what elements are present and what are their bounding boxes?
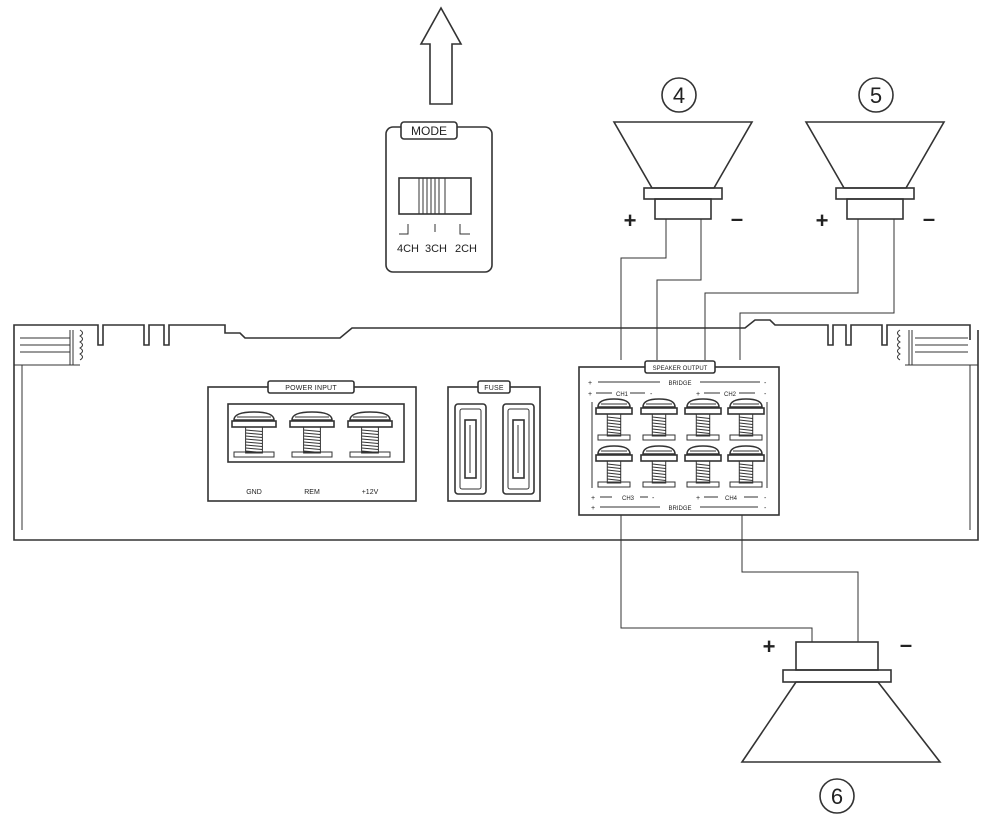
up-arrow-icon: [419, 6, 463, 105]
fuse-left: [454, 403, 487, 495]
mode-title: MODE: [411, 124, 447, 138]
speaker-6: 6 + –: [740, 632, 942, 814]
fuse-panel: FUSE: [447, 380, 541, 502]
wire-speaker-4-plus: [620, 219, 667, 360]
speaker-terminal-screw: [595, 398, 633, 441]
speaker-terminals: [591, 398, 768, 488]
bridge-top-minus: -: [764, 380, 767, 387]
ch4-label: CH4: [725, 496, 738, 502]
ch1-plus: +: [588, 391, 592, 398]
terminal-label-gnd: GND: [246, 489, 262, 496]
bridge-bottom-plus: +: [591, 505, 595, 512]
mode-option-2ch: 2CH: [455, 243, 477, 255]
ch4-minus: -: [764, 495, 767, 502]
wire-speaker-5-plus: [704, 219, 859, 360]
bridge-bottom-minus: -: [764, 505, 767, 512]
bridge-top-plus: +: [588, 380, 592, 387]
fuse-title: FUSE: [484, 385, 504, 392]
speaker-6-minus: –: [900, 632, 912, 657]
wire-speaker-6-minus: [741, 515, 859, 642]
wire-speaker-5-minus: [739, 219, 895, 360]
speaker-terminal-screw: [684, 445, 722, 488]
mode-switch-panel: MODE 4CH 3CH 2CH: [385, 121, 493, 273]
speaker-4-plus: +: [624, 208, 637, 233]
speaker-5: 5 + –: [804, 77, 946, 233]
speaker-5-number: 5: [870, 83, 882, 108]
speaker-6-plus: +: [763, 634, 776, 659]
speaker-6-number: 6: [831, 784, 843, 809]
power-terminal-screw: [231, 411, 277, 458]
power-terminal-screw: [347, 411, 393, 458]
speaker-terminal-screw: [595, 445, 633, 488]
speaker-4: 4 + –: [612, 77, 754, 233]
speaker-4-minus: –: [731, 206, 743, 231]
speaker-output-panel: SPEAKER OUTPUT + BRIDGE - + CH1 - + CH2 …: [578, 360, 780, 516]
terminal-label-12v: +12V: [362, 489, 379, 496]
mode-option-3ch: 3CH: [425, 243, 447, 255]
speaker-terminal-screw: [684, 398, 722, 441]
ch3-plus: +: [591, 495, 595, 502]
ch2-plus: +: [696, 391, 700, 398]
bridge-top-label: BRIDGE: [668, 381, 691, 387]
terminal-label-rem: REM: [304, 489, 320, 496]
power-input-title: POWER INPUT: [285, 385, 337, 392]
ch3-label: CH3: [622, 496, 635, 502]
speaker-4-number: 4: [673, 83, 685, 108]
ch1-label: CH1: [616, 392, 629, 398]
ch3-minus: -: [652, 495, 655, 502]
speaker-output-title: SPEAKER OUTPUT: [653, 366, 708, 372]
ch2-minus: -: [764, 391, 767, 398]
mode-option-4ch: 4CH: [397, 243, 419, 255]
ch1-minus: -: [650, 391, 653, 398]
ch4-plus: +: [696, 495, 700, 502]
ch2-label: CH2: [724, 392, 737, 398]
power-terminal-screw: [289, 411, 335, 458]
bridge-bottom-label: BRIDGE: [668, 506, 691, 512]
speaker-5-plus: +: [816, 208, 829, 233]
speaker-wires: [620, 219, 895, 642]
fuse-right: [502, 403, 535, 495]
speaker-terminal-screw: [727, 398, 765, 441]
wire-speaker-4-minus: [656, 219, 702, 360]
power-terminals: [231, 411, 393, 458]
speaker-terminal-screw: [640, 398, 678, 441]
speaker-terminal-screw: [640, 445, 678, 488]
speaker-5-minus: –: [923, 206, 935, 231]
amplifier-body: [13, 319, 979, 541]
power-input-panel: POWER INPUT GND REM +12V: [207, 380, 417, 502]
speaker-terminal-screw: [727, 445, 765, 488]
wire-speaker-6-plus: [620, 515, 813, 642]
